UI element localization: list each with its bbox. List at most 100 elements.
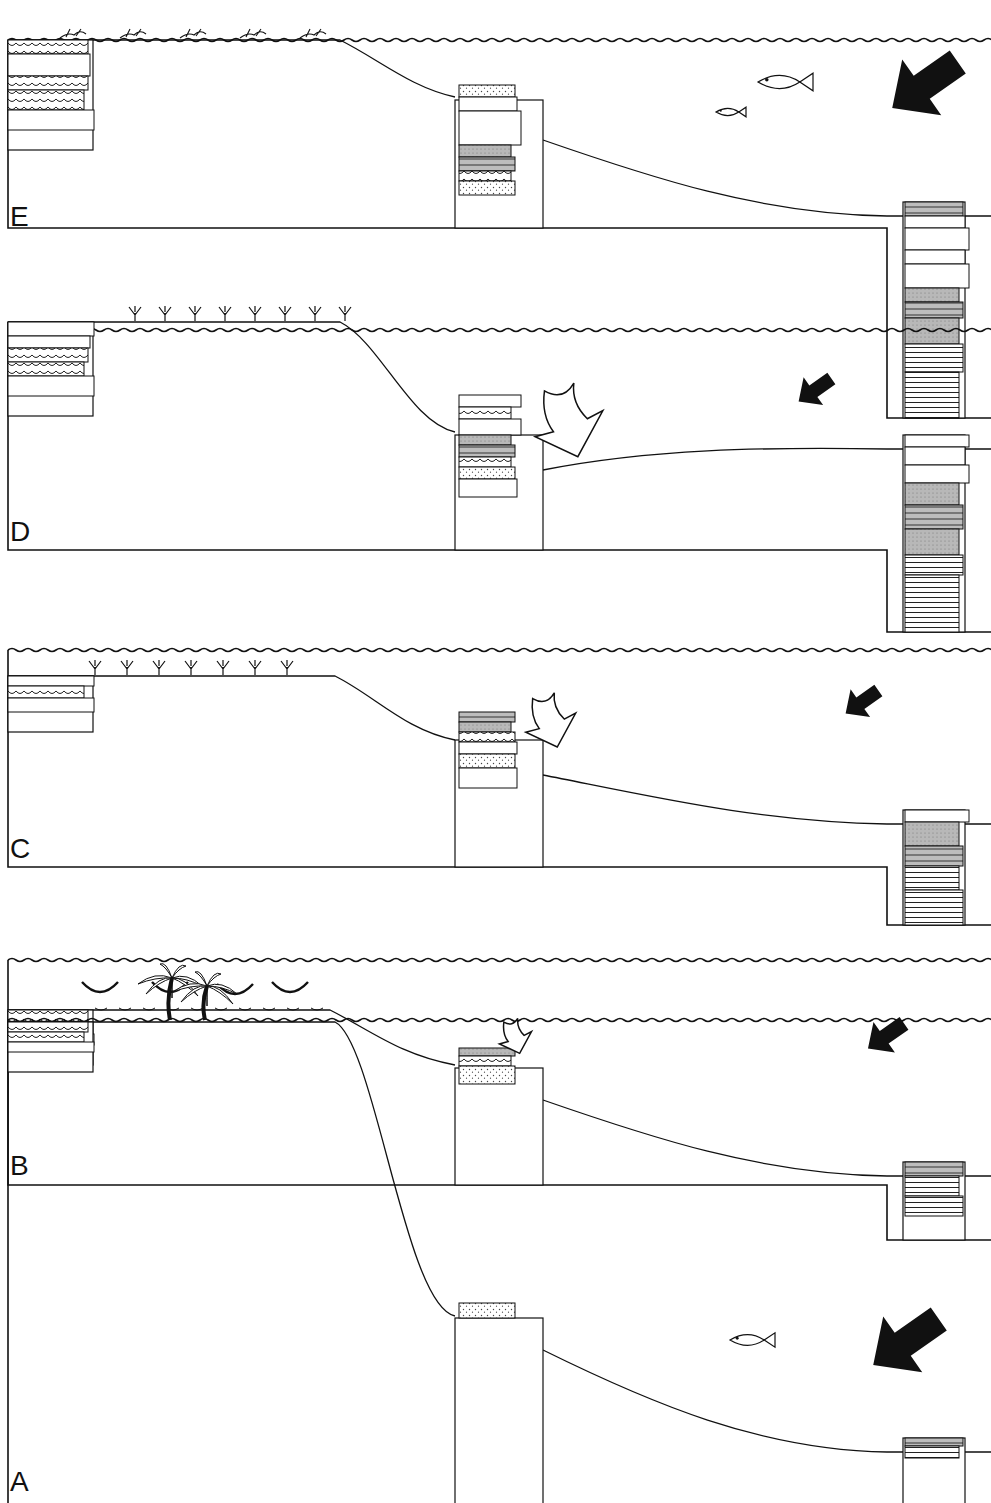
ripple bbox=[215, 1008, 227, 1010]
panel-frame bbox=[8, 650, 991, 925]
basin-column bbox=[903, 1162, 965, 1240]
strata-layer bbox=[459, 157, 515, 171]
strata-layer bbox=[459, 145, 511, 157]
fish bbox=[730, 1333, 775, 1347]
algal-mat bbox=[120, 29, 146, 38]
sediment-arrow bbox=[518, 689, 583, 754]
strata-layer bbox=[459, 407, 511, 419]
strata-layer bbox=[8, 1032, 84, 1042]
mangrove bbox=[249, 660, 261, 675]
strata-layer bbox=[905, 344, 963, 372]
strata-layer bbox=[459, 181, 515, 195]
mangrove bbox=[159, 306, 171, 321]
current-arrow bbox=[873, 34, 978, 136]
platform-column bbox=[8, 40, 93, 150]
algal-mat bbox=[60, 29, 86, 38]
mangrove bbox=[279, 306, 291, 321]
mangrove bbox=[219, 306, 231, 321]
strata-layer bbox=[8, 362, 84, 376]
strata-layer bbox=[459, 395, 521, 407]
strata-layer bbox=[905, 216, 965, 228]
strata-layer bbox=[459, 85, 515, 97]
strata-layer bbox=[905, 288, 959, 302]
sediment-arrow bbox=[494, 1016, 536, 1058]
fish-eye bbox=[736, 1337, 739, 1340]
platform-column bbox=[8, 1022, 93, 1072]
strata-layer bbox=[8, 40, 88, 54]
platform-column bbox=[8, 676, 93, 732]
strata-layer bbox=[459, 479, 517, 497]
strata-layer bbox=[905, 1446, 959, 1458]
mangrove bbox=[281, 660, 293, 675]
strata-layer bbox=[459, 445, 515, 457]
slope-column bbox=[455, 740, 543, 867]
basin-slope bbox=[543, 775, 991, 824]
palm-frond bbox=[207, 986, 208, 1006]
strata-layer bbox=[459, 732, 515, 742]
panel-letter: D bbox=[10, 518, 30, 546]
strata-layer bbox=[8, 90, 84, 110]
strata-layer bbox=[905, 1438, 963, 1446]
panel-frame bbox=[8, 40, 991, 418]
basin-column bbox=[903, 1438, 965, 1503]
strata-layer bbox=[459, 1303, 515, 1318]
mangrove bbox=[153, 660, 165, 675]
sea-surface bbox=[8, 329, 991, 332]
palm-frond bbox=[195, 972, 207, 986]
platform-slope bbox=[8, 676, 455, 740]
wave-motion bbox=[82, 982, 118, 992]
strata-layer bbox=[459, 457, 511, 467]
strata-layer bbox=[905, 529, 959, 555]
strata-layer bbox=[459, 712, 515, 722]
strata-layer bbox=[905, 483, 959, 505]
slope-column bbox=[455, 100, 543, 228]
strata-layer bbox=[905, 1162, 963, 1176]
mangrove bbox=[185, 660, 197, 675]
strata-layer bbox=[905, 435, 969, 447]
strata-layer bbox=[905, 465, 969, 483]
strata-layer bbox=[8, 54, 90, 76]
slope-column bbox=[455, 1068, 543, 1185]
strata-layer bbox=[905, 866, 959, 890]
strata-layer bbox=[905, 372, 959, 418]
strata-layer bbox=[459, 435, 511, 445]
strata-layer bbox=[459, 768, 517, 788]
panel-frame bbox=[8, 322, 991, 632]
mangrove bbox=[217, 660, 229, 675]
panel-letter: C bbox=[10, 835, 30, 863]
strata-layer bbox=[8, 336, 90, 348]
current-arrow bbox=[854, 1291, 959, 1393]
panel-frame bbox=[8, 960, 991, 1240]
panel-letter: E bbox=[10, 203, 29, 231]
platform-column bbox=[8, 322, 93, 416]
current-arrow bbox=[789, 365, 841, 416]
strata-layer bbox=[459, 171, 511, 181]
strata-layer bbox=[905, 202, 963, 216]
strata-layer bbox=[459, 1048, 515, 1056]
ripple bbox=[263, 1008, 275, 1010]
strata-layer bbox=[459, 742, 517, 754]
mangrove bbox=[339, 306, 351, 321]
strata-layer bbox=[459, 111, 521, 145]
strata-layer bbox=[459, 97, 517, 111]
strata-layer bbox=[459, 1066, 515, 1084]
fish-eye bbox=[765, 78, 769, 82]
strata-layer bbox=[8, 676, 94, 686]
strata-layer bbox=[905, 822, 959, 846]
sea-surface bbox=[8, 1019, 991, 1022]
strata-layer bbox=[905, 447, 965, 465]
strata-layer bbox=[905, 890, 963, 925]
panel-letter: A bbox=[10, 1468, 29, 1496]
wave-motion bbox=[272, 982, 308, 992]
ripple bbox=[311, 1008, 323, 1010]
mangrove bbox=[121, 660, 133, 675]
palm-frond bbox=[172, 978, 173, 998]
platform-slope bbox=[8, 1022, 455, 1316]
strata-layer bbox=[905, 1176, 959, 1196]
palm-frond bbox=[181, 986, 207, 1002]
strata-layer bbox=[905, 505, 963, 529]
sea-surface bbox=[8, 959, 991, 962]
slope-column bbox=[455, 435, 543, 550]
palm-frond bbox=[207, 973, 221, 986]
